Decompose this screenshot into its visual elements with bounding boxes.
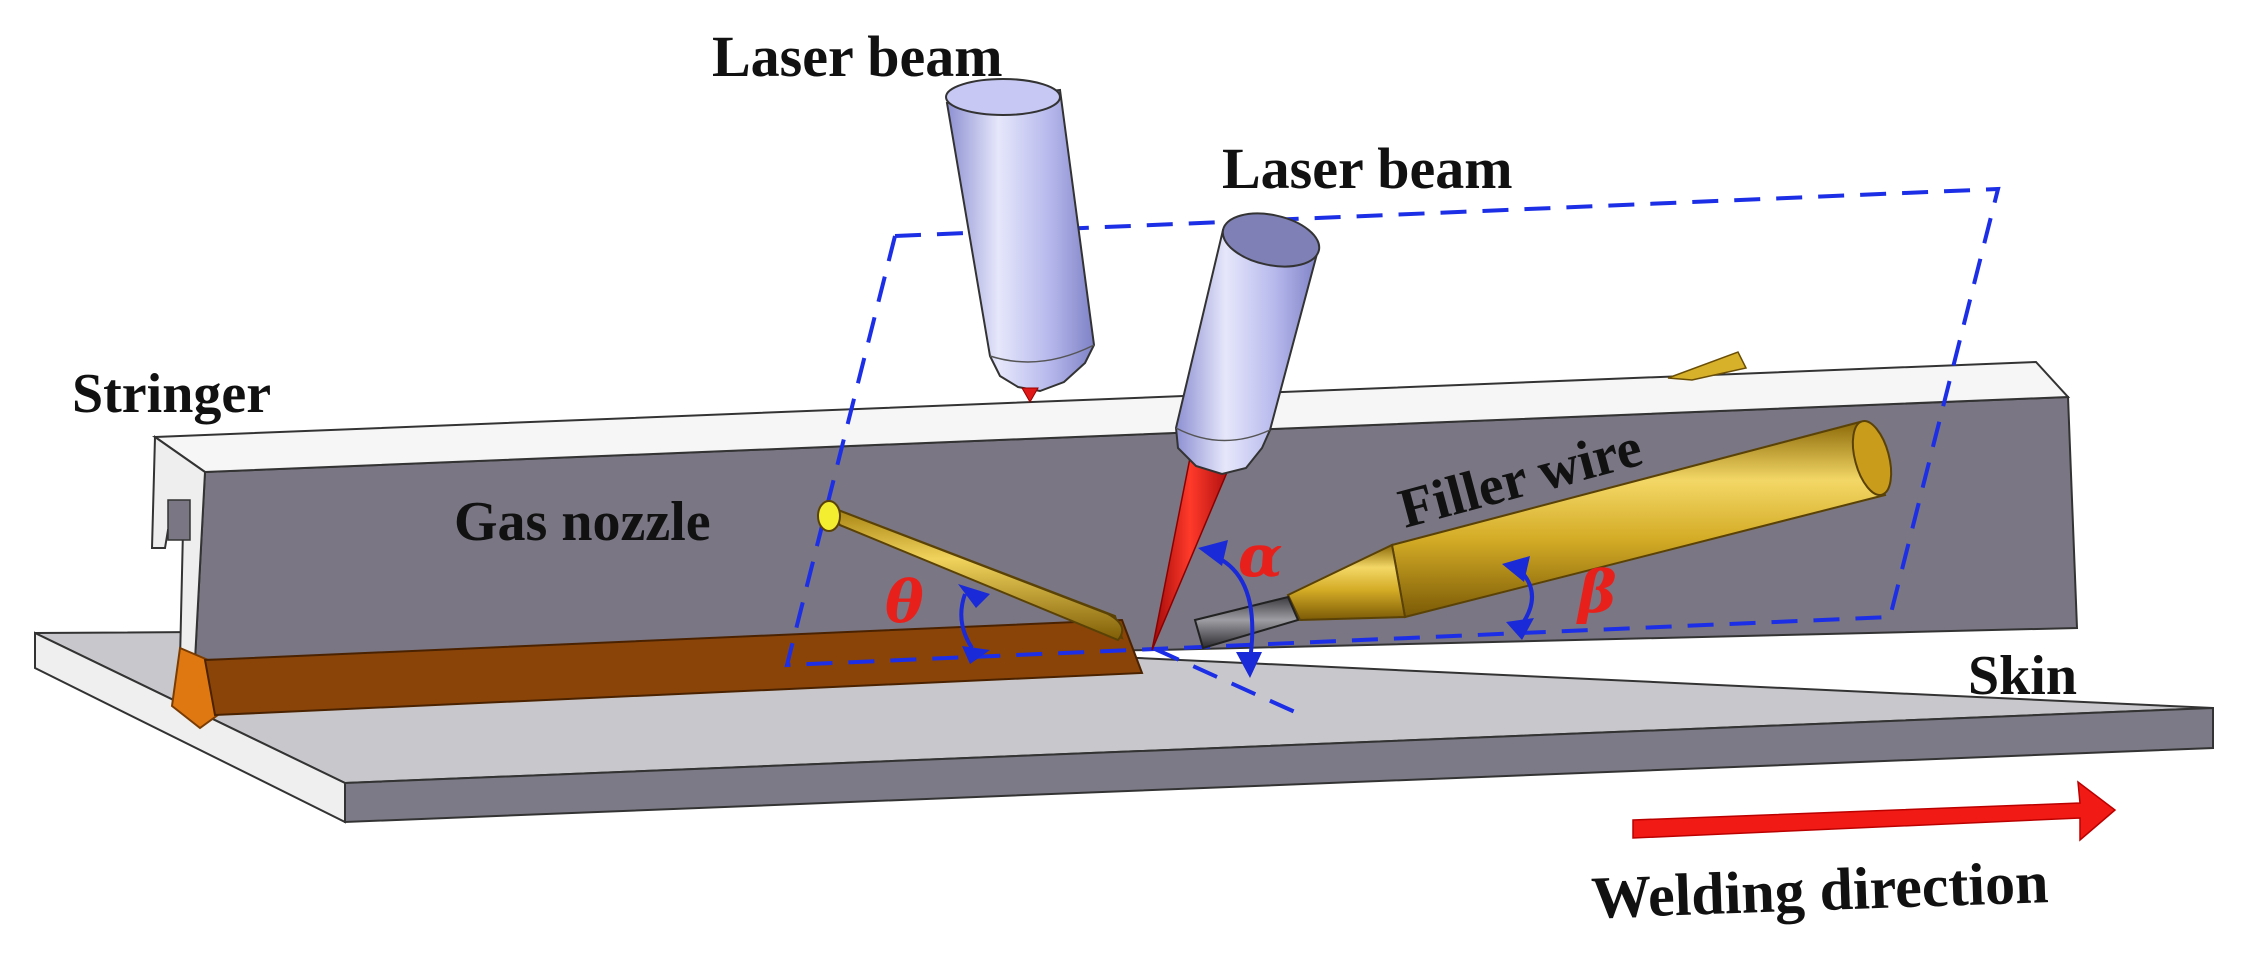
stringer-slot	[167, 499, 191, 541]
label-beta: β	[1576, 558, 1617, 626]
alpha-arrow-top	[1198, 540, 1228, 566]
rear-nozzle	[1667, 351, 1748, 381]
filler-wire-tip	[1193, 595, 1300, 650]
stringer-body	[150, 360, 2079, 730]
beta-arrow-bottom	[1506, 618, 1534, 640]
stringer-left-end	[150, 435, 207, 661]
gas-nozzle-opening	[817, 500, 841, 532]
laser-head-1	[945, 78, 1096, 404]
alpha-arrow-bottom	[1236, 652, 1262, 678]
theta-arc	[959, 593, 974, 650]
beta-arrow-top	[1502, 556, 1530, 582]
label-laser-beam-1: Laser beam	[712, 24, 1003, 89]
laser-head-2	[1151, 212, 1321, 651]
theta-arrow-top	[958, 584, 990, 608]
label-alpha: α	[1238, 522, 1283, 590]
label-gas-nozzle: Gas nozzle	[454, 491, 711, 553]
label-skin: Skin	[1968, 645, 2077, 707]
filler-wire-taper	[1286, 543, 1407, 622]
angle-marks	[958, 540, 1534, 678]
laser-beam-1	[1021, 387, 1039, 404]
weld-bead	[203, 618, 1144, 717]
label-laser-beam-2: Laser beam	[1222, 136, 1513, 201]
label-theta: θ	[885, 568, 924, 636]
welding-direction-arrow	[1632, 780, 2117, 842]
dashed-plane-extension	[1154, 647, 1296, 714]
theta-arrow-bottom	[962, 646, 990, 664]
label-stringer: Stringer	[72, 363, 271, 425]
gas-nozzle	[817, 500, 1124, 642]
skin-front-face	[344, 706, 2214, 824]
label-welding-direction: Welding direction	[1590, 849, 2049, 931]
